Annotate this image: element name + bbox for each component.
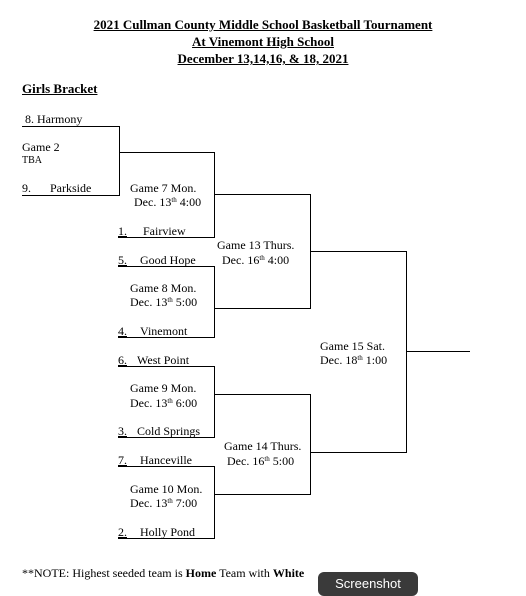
line-game-7-join [214, 152, 215, 238]
bracket-title: Girls Bracket [22, 81, 98, 96]
line-champion [406, 351, 470, 352]
game-13-title: Game 13 Thurs. [217, 238, 295, 252]
screenshot-tooltip: Screenshot [318, 572, 418, 596]
line-game-2-join [119, 126, 120, 196]
game-15-datetime: Dec. 18th 1:00 [320, 353, 388, 367]
line-team-2 [118, 538, 215, 539]
game-8-datetime: Dec. 13th 5:00 [130, 295, 198, 309]
team-2-num: 2. [118, 525, 127, 539]
team-4-num: 4. [118, 324, 127, 338]
line-team-5 [118, 266, 215, 267]
team-6-num: 6. [118, 353, 127, 367]
line-game-8-join [214, 266, 215, 338]
team-7-num: 7. [118, 453, 127, 467]
line-team-4 [118, 337, 215, 338]
game-2-title: Game 2 [22, 140, 60, 154]
team-2-holly-pond: Holly Pond [140, 525, 196, 539]
line-game-9-winner [214, 394, 311, 395]
team-4-vinemont: Vinemont [140, 324, 188, 338]
game-10-datetime: Dec. 13th 7:00 [130, 496, 198, 510]
title-line-1: 2021 Cullman County Middle School Basket… [93, 17, 433, 32]
game-9-datetime: Dec. 13th 6:00 [130, 396, 198, 410]
team-9-parkside: Parkside [50, 181, 92, 195]
line-game-15-join [406, 251, 407, 453]
team-1-fairview: Fairview [143, 224, 186, 238]
line-game-14-join [310, 394, 311, 495]
line-game-10-join [214, 466, 215, 539]
team-8-harmony: 8. Harmony [25, 112, 83, 126]
title-line-2: At Vinemont High School [192, 34, 334, 49]
game-7-datetime: Dec. 13th 4:00 [134, 195, 202, 209]
game-9-title: Game 9 Mon. [130, 381, 197, 395]
team-5-good-hope: Good Hope [140, 253, 196, 267]
game-7-title: Game 7 Mon. [130, 181, 197, 195]
game-14-title: Game 14 Thurs. [224, 439, 302, 453]
team-6-west-point: West Point [137, 353, 190, 367]
line-game-2-winner [119, 152, 215, 153]
team-3-num: 3. [118, 424, 127, 438]
line-game-14-winner [310, 452, 407, 453]
team-5-num: 5. [118, 253, 127, 267]
line-team-9 [22, 195, 120, 196]
game-15-title: Game 15 Sat. [320, 339, 385, 353]
title-line-3: December 13,14,16, & 18, 2021 [177, 51, 349, 66]
game-10-title: Game 10 Mon. [130, 482, 203, 496]
line-team-7 [118, 466, 215, 467]
line-game-10-winner [214, 494, 311, 495]
line-game-8-winner [214, 308, 311, 309]
game-14-datetime: Dec. 16th 5:00 [227, 454, 295, 468]
line-game-9-join [214, 366, 215, 438]
line-game-13-winner [310, 251, 407, 252]
game-8-title: Game 8 Mon. [130, 281, 197, 295]
line-team-3 [118, 437, 215, 438]
line-team-6 [118, 366, 215, 367]
team-7-hanceville: Hanceville [140, 453, 192, 467]
line-team-1 [118, 237, 215, 238]
team-1-num: 1. [118, 224, 127, 238]
team-3-cold-springs: Cold Springs [137, 424, 201, 438]
line-game-7-winner [214, 194, 311, 195]
line-team-8 [22, 126, 120, 127]
game-13-datetime: Dec. 16th 4:00 [222, 253, 290, 267]
game-2-time: TBA [22, 155, 42, 166]
team-9-num: 9. [22, 181, 31, 195]
home-team-note: **NOTE: Highest seeded team is Home Team… [22, 566, 305, 580]
